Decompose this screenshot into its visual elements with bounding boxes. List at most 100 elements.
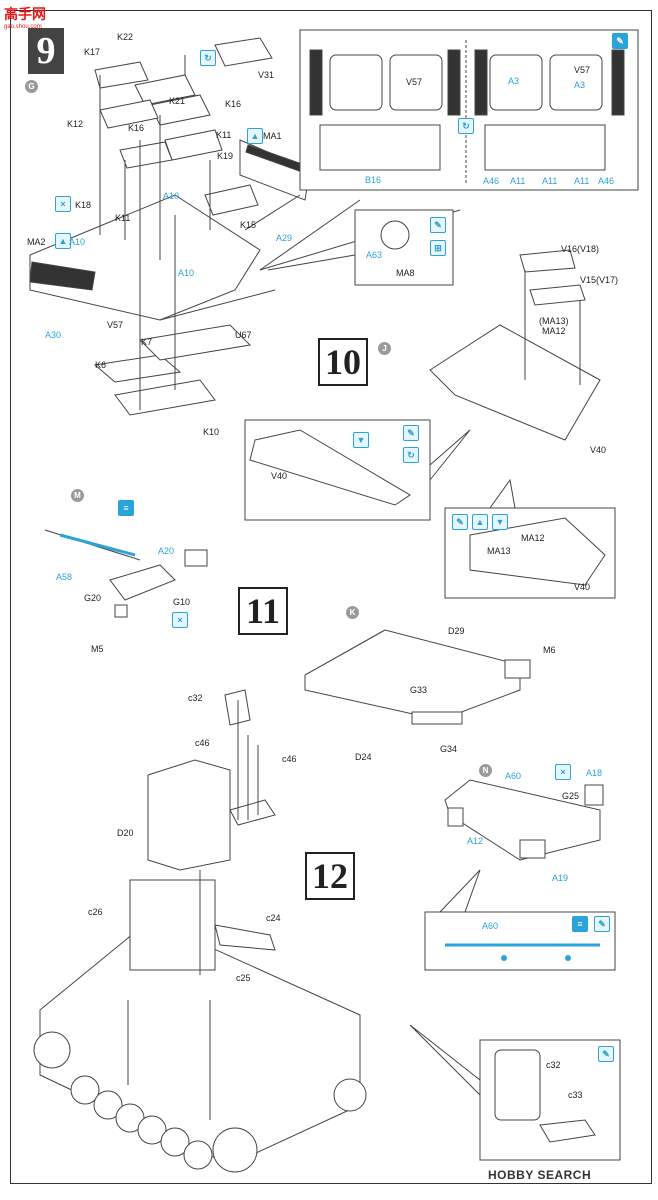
part-label: G10 — [173, 597, 191, 607]
sub-mark-g: G — [25, 80, 38, 93]
part-label: A11 — [574, 176, 590, 186]
repeat-count-icon: × — [55, 196, 71, 212]
optional-icon: × — [172, 612, 188, 628]
glue-icon: ▲ — [55, 233, 71, 249]
paint-icon: ✎ — [403, 425, 419, 441]
part-label: G20 — [84, 593, 102, 603]
part-label: A11 — [510, 176, 526, 186]
part-label: A10 — [163, 191, 180, 201]
part-label: K21 — [169, 96, 186, 106]
part-label: A12 — [467, 836, 484, 846]
part-label: A63 — [366, 250, 383, 260]
part-label: c26 — [88, 907, 103, 917]
part-label: A20 — [158, 546, 175, 556]
brush-icon: ≡ — [572, 916, 588, 932]
part-label: c33 — [568, 1090, 583, 1100]
part-label: A3 — [508, 76, 520, 86]
part-label: V40 — [271, 471, 288, 481]
part-label: c46 — [195, 738, 210, 748]
part-label: MA12 — [542, 326, 566, 336]
part-label: A30 — [45, 330, 62, 340]
part-label: V31 — [258, 70, 275, 80]
part-label: A18 — [586, 768, 603, 778]
part-label: K6 — [95, 360, 107, 370]
part-label: D24 — [355, 752, 372, 762]
drill-icon: ⊞ — [430, 240, 446, 256]
reverse-icon: ↻ — [458, 118, 474, 134]
footer-brand: HOBBY SEARCH — [488, 1168, 592, 1182]
part-label: c24 — [266, 913, 281, 923]
part-label: A60 — [505, 771, 522, 781]
part-label: K11 — [115, 213, 131, 223]
paint-icon: ✎ — [612, 33, 628, 49]
part-label: V15(V17) — [580, 275, 619, 285]
step-10-number: 10 — [318, 338, 368, 386]
part-label: A19 — [552, 873, 569, 883]
part-label: V16(V18) — [561, 244, 600, 254]
part-label: A10 — [178, 268, 195, 278]
part-label: K12 — [67, 119, 84, 129]
part-label: M5 — [91, 644, 104, 654]
part-label: K22 — [117, 32, 134, 42]
part-label: K16 — [225, 99, 242, 109]
part-label: K11 — [216, 130, 232, 140]
part-label: A29 — [276, 233, 293, 243]
part-label: K16 — [128, 123, 145, 133]
part-label: c46 — [282, 754, 297, 764]
part-label: G34 — [440, 744, 458, 754]
brush-icon: ≡ — [118, 500, 134, 516]
part-label: D20 — [117, 828, 134, 838]
part-label: A10 — [69, 237, 86, 247]
part-label: G33 — [410, 685, 428, 695]
part-label: c25 — [236, 973, 251, 983]
part-label: V57 — [574, 65, 591, 75]
reverse-icon: ↻ — [200, 50, 216, 66]
part-label: K15 — [240, 220, 257, 230]
reverse-icon: ↻ — [403, 447, 419, 463]
part-label: K17 — [84, 47, 101, 57]
part-label: A46 — [598, 176, 615, 186]
step-11-number: 11 — [238, 587, 288, 635]
watermark-logo: 高手网 gao.shou.com — [4, 4, 72, 30]
part-label: V57 — [406, 77, 423, 87]
part-label: A46 — [483, 176, 500, 186]
part-label: MA12 — [521, 533, 545, 543]
part-label: c32 — [546, 1060, 561, 1070]
part-label: A60 — [482, 921, 499, 931]
watermark-url: gao.shou.com — [4, 24, 42, 30]
glue-icon: ▲ — [247, 128, 263, 144]
step-9-number: 9 — [28, 28, 64, 74]
part-label: c32 — [188, 693, 203, 703]
part-label: MA8 — [396, 268, 415, 278]
part-label: (MA13) — [539, 316, 569, 326]
glue-icon: ▲ — [472, 514, 488, 530]
part-label: G25 — [562, 791, 580, 801]
part-label: K19 — [217, 151, 234, 161]
hull-upper-drawing — [29, 194, 261, 321]
part-label: K18 — [75, 200, 92, 210]
optional-icon: × — [555, 764, 571, 780]
part-label: A11 — [542, 176, 558, 186]
part-label: K7 — [141, 337, 153, 347]
sub-mark-n: N — [479, 764, 492, 777]
step-12-number: 12 — [305, 852, 355, 900]
paint-icon: ✎ — [598, 1046, 614, 1062]
part-label: V57 — [107, 320, 124, 330]
part-label: MA2 — [27, 237, 46, 247]
paint-icon: ✎ — [594, 916, 610, 932]
paint-icon: ✎ — [452, 514, 468, 530]
cement-icon: ▼ — [492, 514, 508, 530]
watermark-site: 高手网 — [4, 6, 46, 22]
sub-mark-j: J — [378, 342, 391, 355]
part-label: A58 — [56, 572, 73, 582]
sub-mark-k: K — [346, 606, 359, 619]
page-frame — [10, 10, 652, 1184]
part-label: K10 — [203, 427, 220, 437]
sub-mark-m: M — [71, 489, 84, 502]
paint-icon: ✎ — [430, 217, 446, 233]
cement-icon: ▼ — [353, 432, 369, 448]
part-label: B16 — [365, 175, 382, 185]
part-label: V40 — [590, 445, 607, 455]
